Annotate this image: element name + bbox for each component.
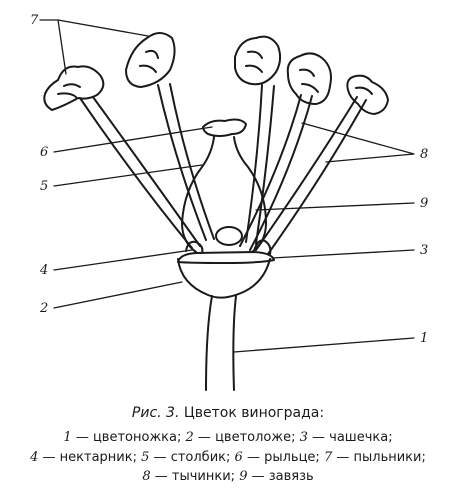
caption-title-text: Цветок винограда: bbox=[183, 405, 325, 421]
legend-item-number: 1 bbox=[63, 430, 72, 445]
legend-item: 2 — цветоложе; bbox=[185, 430, 296, 445]
legend-item-number: 4 bbox=[30, 449, 39, 465]
label-3: 3 bbox=[420, 243, 428, 258]
legend-item: 4 — нектарник; bbox=[30, 449, 137, 465]
stamen-filament-shape bbox=[239, 94, 313, 251]
legend-line: 4 — нектарник; 5 — столбик; 6 — рыльце; … bbox=[0, 448, 456, 468]
legend-item-number: 6 bbox=[234, 449, 243, 465]
leader-line-4 bbox=[53, 249, 193, 271]
legend-item-text: пыльники bbox=[353, 449, 422, 465]
anther-shape bbox=[286, 52, 332, 105]
calyx-shape bbox=[177, 251, 275, 264]
legend: 1 — цветоножка; 2 — цветоложе; 3 — чашеч… bbox=[0, 428, 456, 487]
legend-item-number: 2 bbox=[185, 430, 194, 445]
legend-item: 9 — завязь bbox=[239, 469, 314, 484]
stamen-filament-shape bbox=[255, 96, 367, 255]
label-8: 8 bbox=[420, 147, 428, 162]
label-1: 1 bbox=[420, 331, 428, 346]
legend-line: 1 — цветоножка; 2 — цветоложе; 3 — чашеч… bbox=[0, 428, 456, 448]
legend-item: 3 — чашечка; bbox=[299, 430, 393, 445]
label-5: 5 bbox=[40, 179, 48, 194]
stigma-shape bbox=[202, 118, 247, 137]
legend-item-text: цветоложе bbox=[215, 430, 292, 445]
legend-item-text: нектарник bbox=[59, 449, 133, 465]
legend-line: 8 — тычинки; 9 — завязь bbox=[0, 467, 456, 487]
leader-line-2 bbox=[53, 281, 183, 309]
legend-item-text: рыльце bbox=[264, 449, 316, 465]
legend-item-number: 5 bbox=[141, 449, 150, 465]
pedicel-shape bbox=[205, 295, 237, 391]
grape-flower-diagram: 7 6 5 4 2 8 9 3 1 bbox=[30, 13, 428, 391]
leader-line-1 bbox=[233, 337, 415, 353]
legend-item-number: 3 bbox=[299, 430, 308, 445]
legend-item-number: 8 bbox=[142, 469, 151, 484]
legend-item: 8 — тычинки; bbox=[142, 469, 236, 484]
legend-item-text: чашечка bbox=[329, 430, 389, 445]
caption-title: Рис. 3. Цветок винограда: bbox=[0, 402, 456, 424]
label-9: 9 bbox=[420, 196, 428, 211]
label-7: 7 bbox=[30, 13, 39, 28]
legend-item-text: тычинки bbox=[171, 469, 231, 484]
legend-item-number: 7 bbox=[323, 449, 333, 465]
legend-item: 6 — рыльце; bbox=[234, 449, 320, 465]
legend-item: 1 — цветоножка; bbox=[63, 430, 182, 445]
stamen-filament-shape bbox=[245, 84, 275, 245]
leader-line-3 bbox=[271, 249, 415, 259]
leader-line-6 bbox=[53, 126, 213, 153]
leader-line-5 bbox=[53, 164, 203, 187]
ovary-shape bbox=[181, 136, 267, 253]
legend-item-number: 9 bbox=[239, 469, 248, 484]
label-4: 4 bbox=[39, 263, 48, 278]
leader-line-8 bbox=[301, 122, 415, 163]
anther-shape bbox=[43, 65, 105, 111]
figure-caption: Рис. 3. Цветок винограда: 1 — цветоножка… bbox=[0, 402, 456, 487]
label-2: 2 bbox=[39, 301, 48, 316]
legend-item-text: завязь bbox=[268, 469, 314, 484]
legend-item: 7 — пыльники; bbox=[323, 449, 426, 465]
label-6: 6 bbox=[40, 145, 48, 160]
anther-shape bbox=[125, 32, 176, 88]
anther-shape bbox=[346, 74, 389, 115]
stamen-filament-shape bbox=[157, 83, 215, 241]
legend-item-text: цветоножка bbox=[92, 430, 177, 445]
leader-line-9 bbox=[255, 202, 415, 211]
receptacle-shape bbox=[177, 258, 271, 299]
legend-item: 5 — столбик; bbox=[141, 449, 231, 465]
legend-item-text: столбик bbox=[170, 449, 226, 465]
nectary-shape bbox=[215, 226, 243, 246]
stamen-filament-shape bbox=[79, 96, 201, 249]
leader-line-7 bbox=[39, 19, 149, 75]
anther-shape bbox=[234, 35, 282, 86]
caption-prefix: Рис. 3. bbox=[131, 405, 180, 421]
